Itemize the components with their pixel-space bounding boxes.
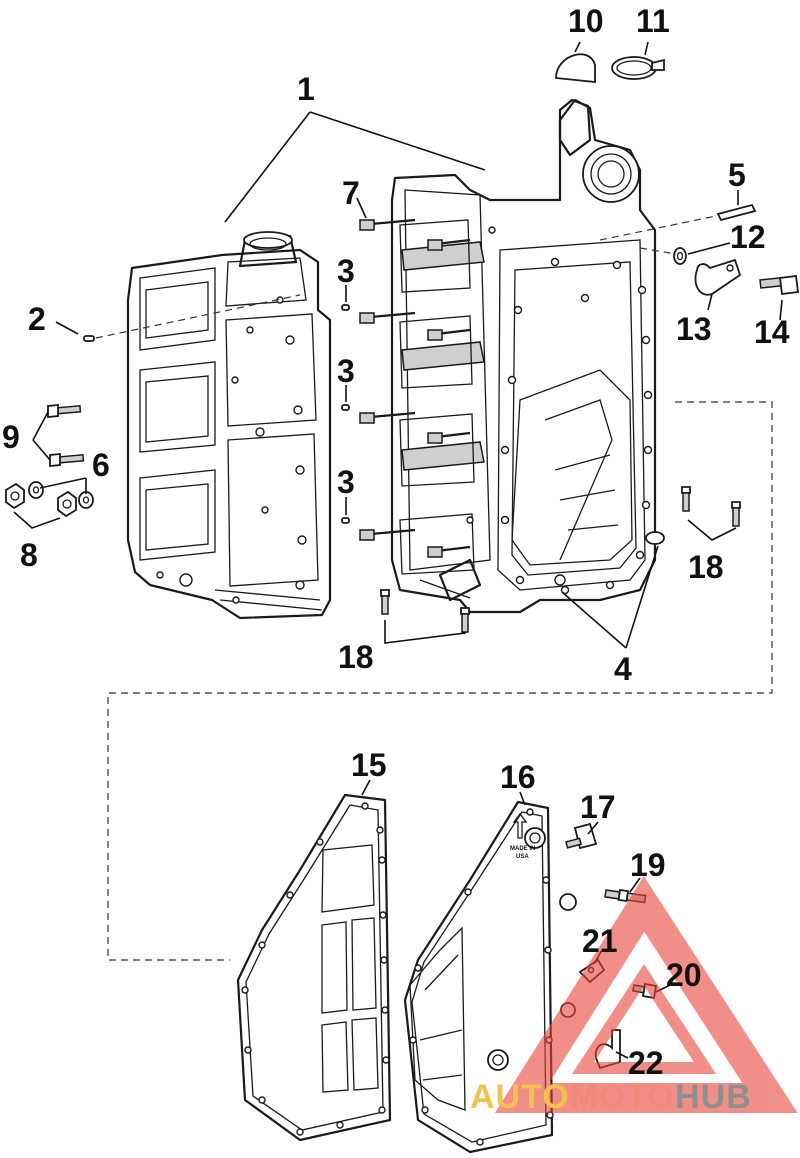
clamp-13 — [694, 258, 742, 296]
clamp-11 — [611, 56, 665, 80]
callout-22: 22 — [628, 1045, 664, 1081]
cover-marking-line1: MADE IN — [510, 846, 535, 852]
automotohub-watermark — [494, 876, 798, 1113]
gasket-holes — [241, 802, 390, 1136]
callout-12: 12 — [730, 219, 766, 255]
callout-19: 19 — [630, 847, 666, 883]
callout-18b: 18 — [688, 549, 724, 585]
watermark-hub: HUB — [675, 1078, 752, 1116]
pin-5 — [599, 203, 757, 241]
callout-18a: 18 — [338, 639, 374, 675]
callout-9: 9 — [2, 419, 20, 455]
case-bolt-holes — [466, 226, 653, 595]
cylinder-studs — [359, 218, 471, 558]
callout-15: 15 — [351, 747, 387, 783]
locating-pin — [83, 294, 301, 342]
callout-14: 14 — [754, 314, 790, 350]
callout-10: 10 — [568, 3, 604, 39]
callout-3b: 3 — [337, 353, 355, 389]
callout-7: 7 — [342, 175, 360, 211]
callout-3c: 3 — [337, 464, 355, 500]
crankcase-left-half — [126, 231, 332, 620]
callout-3a: 3 — [337, 253, 355, 289]
fitting-17 — [565, 822, 598, 850]
washer-12 — [673, 247, 687, 265]
callout-16: 16 — [500, 759, 536, 795]
callout-labels: 1 2 3 3 3 4 5 6 7 8 9 10 11 12 13 14 15 … — [2, 3, 790, 1081]
callout-20: 20 — [666, 957, 702, 993]
watermark-moto: MOTO — [570, 1078, 675, 1116]
dowel-pins — [341, 304, 350, 524]
callout-5: 5 — [728, 157, 746, 193]
callout-13: 13 — [676, 311, 712, 347]
dashed-group-boundary — [107, 401, 773, 961]
callout-21: 21 — [582, 923, 618, 959]
bolt-14 — [639, 247, 800, 296]
callout-1: 1 — [297, 71, 315, 107]
nuts-8 — [5, 482, 77, 518]
watermark-text: AUTOMOTOHUB — [470, 1078, 752, 1116]
callout-11: 11 — [636, 3, 670, 39]
watermark-triangle-icon — [494, 876, 798, 1113]
screws-9 — [47, 404, 85, 467]
callout-4: 4 — [614, 651, 632, 687]
crankcase-right-half — [390, 98, 665, 614]
gasket-15 — [236, 793, 392, 1142]
callout-17: 17 — [580, 789, 616, 825]
callout-6: 6 — [92, 447, 110, 483]
cover-holes — [409, 808, 554, 1146]
bolts-18 — [380, 486, 741, 633]
watermark-auto: AUTO — [470, 1078, 570, 1116]
cap-10 — [555, 53, 596, 83]
callout-8: 8 — [20, 537, 38, 573]
leader-lines — [13, 41, 783, 1059]
cover-marking-line2: USA — [516, 854, 529, 860]
callout-2: 2 — [28, 301, 46, 337]
watermark-inner-triangle-icon — [571, 964, 717, 1074]
